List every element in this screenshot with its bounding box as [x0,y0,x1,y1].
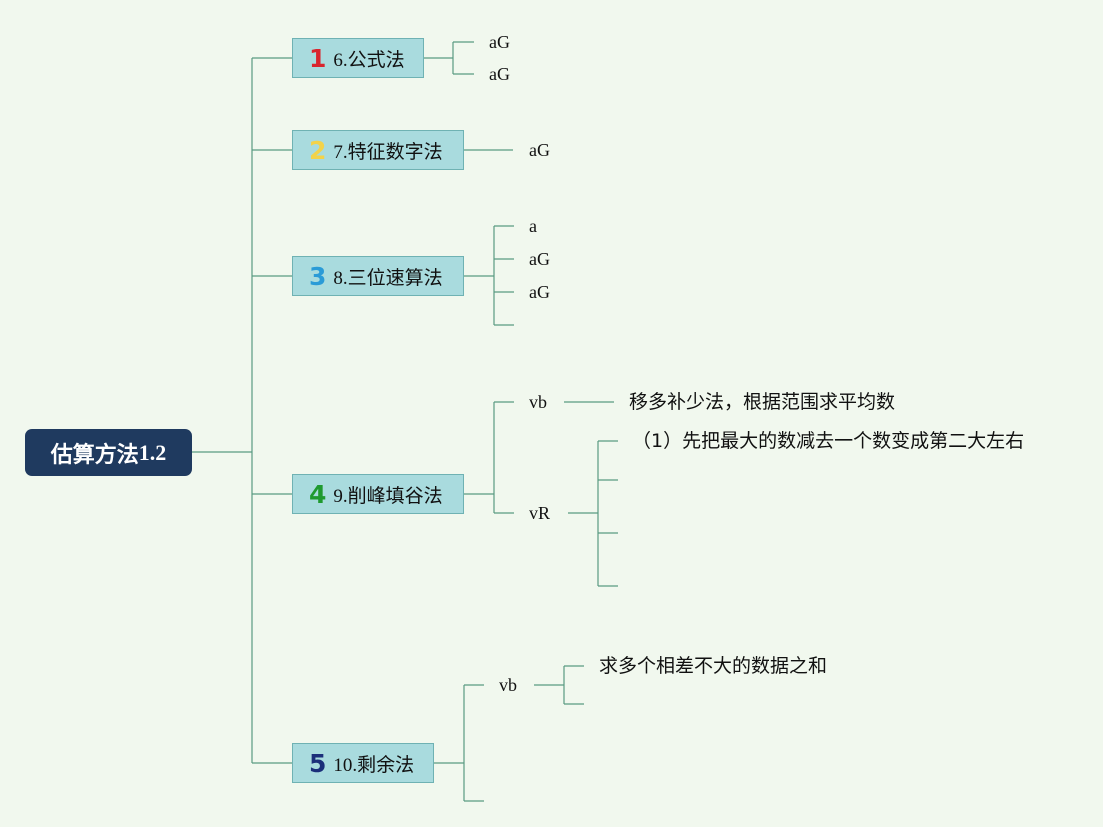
note-node[interactable]: （1）先把最大的数减去一个数变成第二大左右 [632,430,1025,452]
note-node[interactable]: 移多补少法，根据范围求平均数 [629,391,896,413]
connector-b5-children [434,684,484,802]
leaf-node[interactable]: vR [529,503,551,523]
leaf-node[interactable]: aG [529,249,550,269]
connector-b4-vR [568,440,618,587]
branch-label: 7.特征数字法 [333,141,443,163]
connector-b3-children [464,225,514,326]
branch-label: 9.削峰填谷法 [333,485,443,507]
note-node[interactable]: 求多个相差不大的数据之和 [599,655,828,677]
leaf-node[interactable]: aG [529,140,550,160]
branch-node-1[interactable]: 1 6.公式法 [292,38,424,78]
leaf-node[interactable]: aG [529,282,550,302]
root-label: 估算方法 [50,442,139,468]
root-version: 1.2 [138,439,167,465]
number-two-icon: 2 [309,135,327,165]
connector-b1-children [424,41,474,75]
branch-label: 8.三位速算法 [333,267,443,289]
number-four-icon: 4 [309,479,327,509]
branch-node-3[interactable]: 3 8.三位速算法 [292,256,464,296]
number-one-icon: 1 [309,43,327,73]
leaf-node[interactable]: a [529,216,537,236]
leaf-node[interactable]: aG [489,64,510,84]
branch-label: 6.公式法 [333,49,405,71]
connector-b4-children [464,401,514,514]
branch-node-2[interactable]: 2 7.特征数字法 [292,130,464,170]
number-five-icon: 5 [309,748,327,778]
number-three-icon: 3 [309,261,327,291]
leaf-node[interactable]: vb [499,675,517,695]
leaf-node[interactable]: aG [489,32,510,52]
connector-b5-vb [534,665,584,705]
leaf-node[interactable]: vb [529,392,547,412]
branch-label: 10.剩余法 [333,754,415,776]
branch-node-4[interactable]: 4 9.削峰填谷法 [292,474,464,514]
branch-node-5[interactable]: 5 10.剩余法 [292,743,434,783]
